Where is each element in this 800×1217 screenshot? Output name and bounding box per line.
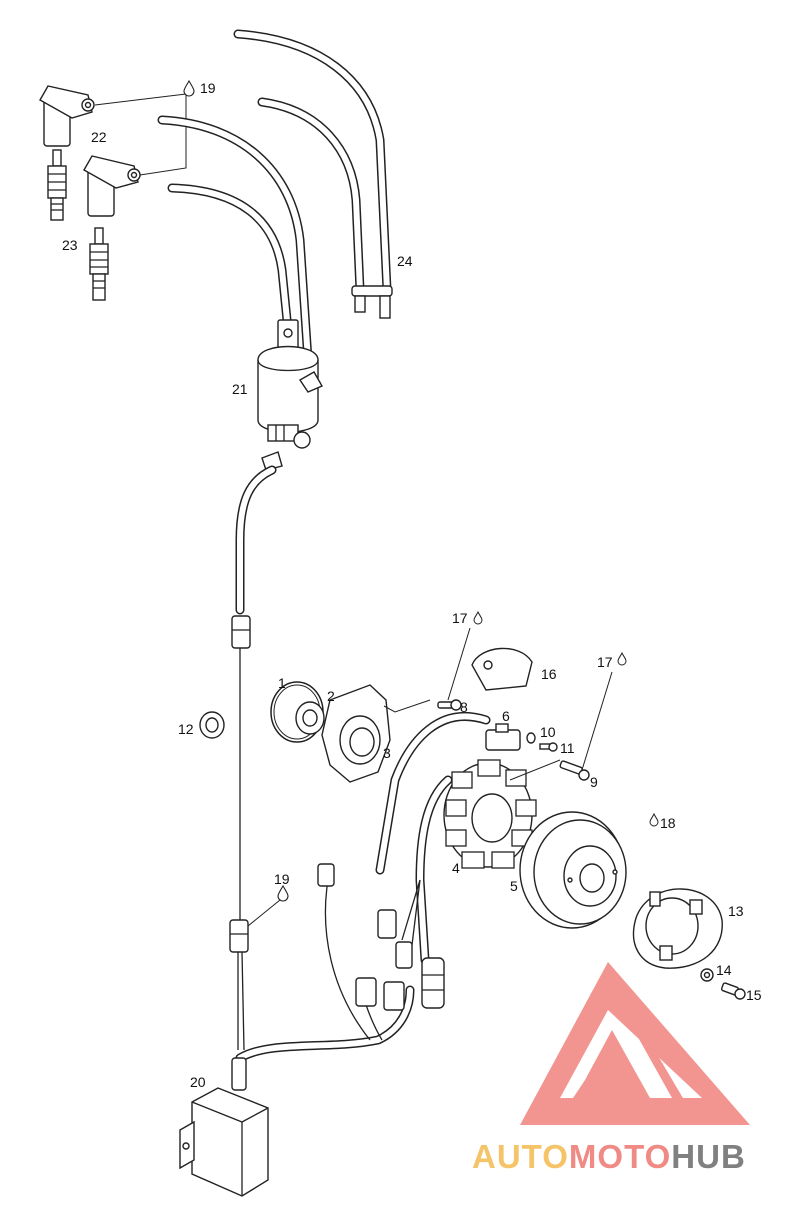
screw-15 [720, 982, 746, 1000]
watermark-text: AUTOMOTOHUB [472, 1138, 746, 1175]
label-19-a: 19 [200, 80, 216, 96]
cdi-harness [229, 863, 415, 1091]
label-4: 4 [452, 860, 460, 876]
part-labels: 1 2 3 4 5 6 8 9 10 11 12 13 14 15 16 17 … [62, 80, 762, 1090]
drop-icon-17-b [617, 651, 627, 666]
screw-11 [539, 742, 558, 752]
screw-8 [437, 699, 462, 711]
label-24: 24 [397, 253, 413, 269]
label-20: 20 [190, 1074, 206, 1090]
stator-wiring [377, 775, 453, 1009]
label-2: 2 [327, 688, 335, 704]
stator-plate [321, 684, 431, 783]
spark-plug-lower [89, 227, 109, 301]
label-1: 1 [278, 675, 286, 691]
label-11: 11 [560, 740, 575, 756]
label-8: 8 [460, 699, 468, 715]
drop-icon-17-a [473, 610, 483, 625]
leader-17-b [581, 671, 613, 771]
label-12: 12 [178, 721, 194, 737]
label-9: 9 [590, 774, 598, 790]
label-23: 23 [62, 237, 78, 253]
leader-19-harness [247, 899, 281, 927]
label-22: 22 [91, 129, 107, 145]
flywheel [519, 811, 627, 929]
label-10: 10 [540, 724, 556, 740]
flywheel-cover [632, 888, 723, 969]
watermark-logo [520, 962, 750, 1125]
watermark-auto: AUTO [472, 1138, 569, 1175]
spark-plug-cap-lower [83, 155, 141, 217]
screw-9 [559, 760, 590, 781]
washer-14 [700, 968, 714, 982]
label-3: 3 [383, 745, 391, 761]
washer-10 [526, 732, 536, 744]
label-13: 13 [728, 903, 744, 919]
pickup-cover [471, 647, 533, 691]
label-6: 6 [502, 708, 510, 724]
grommet [199, 711, 225, 739]
drop-icon-18 [649, 812, 659, 827]
cdi-unit [179, 1087, 269, 1197]
logo-triangle [520, 962, 750, 1125]
ignition-coil [257, 319, 323, 449]
spark-plug-cap-upper [39, 85, 95, 147]
label-16: 16 [541, 666, 557, 682]
drop-icon-19-top [183, 79, 195, 97]
leader-17-a [447, 627, 471, 701]
coil-wire [231, 451, 283, 920]
stator [443, 759, 561, 869]
logo-inner-mark [565, 1000, 690, 1110]
label-17-b: 17 [597, 654, 613, 670]
label-5: 5 [510, 878, 518, 894]
pickup-coil [375, 711, 521, 875]
drop-icon-19-bottom [277, 884, 289, 902]
label-15: 15 [746, 987, 762, 1003]
label-19-b: 19 [274, 871, 290, 887]
label-14: 14 [716, 962, 732, 978]
spark-plug-upper [47, 149, 67, 221]
ht-leads [157, 29, 393, 365]
oil-seal [295, 701, 325, 735]
label-17-a: 17 [452, 610, 468, 626]
label-21: 21 [232, 381, 248, 397]
label-18: 18 [660, 815, 676, 831]
watermark-moto: MOTO [569, 1138, 671, 1175]
watermark-hub: HUB [671, 1138, 746, 1175]
